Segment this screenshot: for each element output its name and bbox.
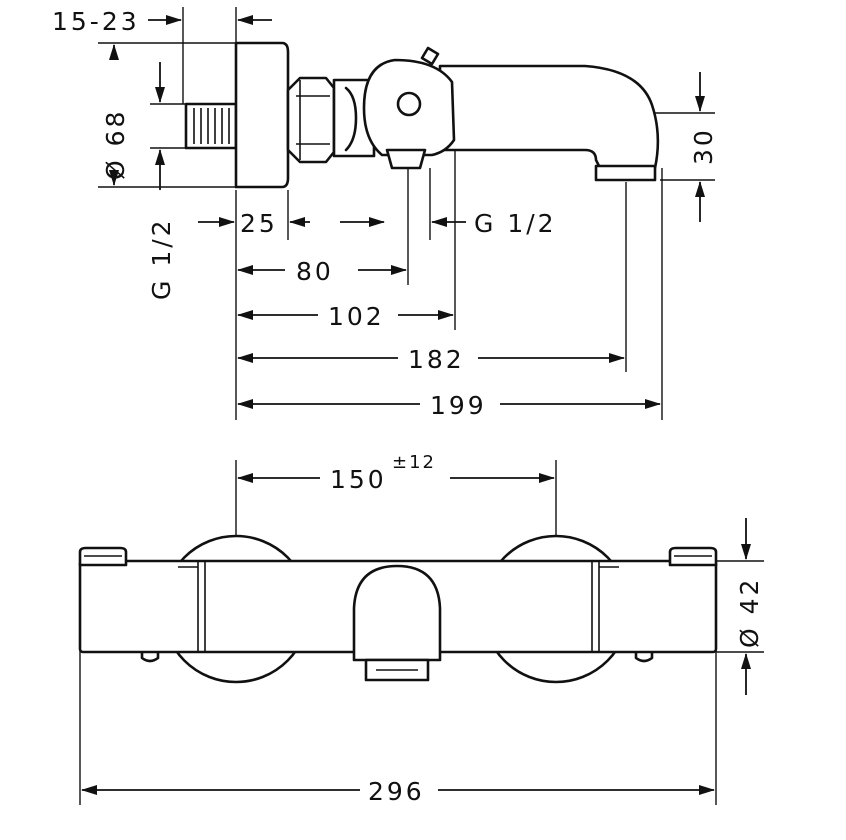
dim-left-thread-label: G 1/2 [147,217,176,300]
dim-wall-offset-label: 15-23 [52,7,140,36]
dim-body-diameter-label: Ø 68 [101,109,130,180]
dim-80-label: 80 [296,257,334,286]
dim-front-diameter-label: Ø 42 [735,577,764,648]
dim-182-label: 182 [408,345,465,374]
connector-threads [193,108,230,144]
dim-199-label: 199 [430,391,487,420]
dim-connector-label: 25 [240,209,278,238]
spout-outlet [594,164,657,182]
side-view: 15-23 Ø 68 G 1/2 25 G 1/2 30 80 102 182 [52,7,718,420]
dim-outlet-thread-label: G 1/2 [474,209,557,238]
outlet-connector [385,148,427,170]
wall-rosette [234,41,290,189]
dim-centre-tolerance-label: ±12 [392,452,436,473]
front-extension-lines [79,460,764,805]
dim-spout-height-label: 30 [689,127,718,165]
side-extension-lines [98,7,715,420]
front-view: 150 ±12 Ø 42 296 [78,452,764,806]
front-spout [352,564,442,662]
dim-total-width-label: 296 [368,777,425,806]
hex-nut-lines [296,80,330,160]
dim-centre-label: 150 [330,465,387,494]
handle-lever [420,46,440,66]
dim-102-label: 102 [328,302,385,331]
hex-nut [286,76,336,164]
valve-contour [344,86,358,152]
handle-cap [396,91,422,117]
spout [438,64,660,170]
